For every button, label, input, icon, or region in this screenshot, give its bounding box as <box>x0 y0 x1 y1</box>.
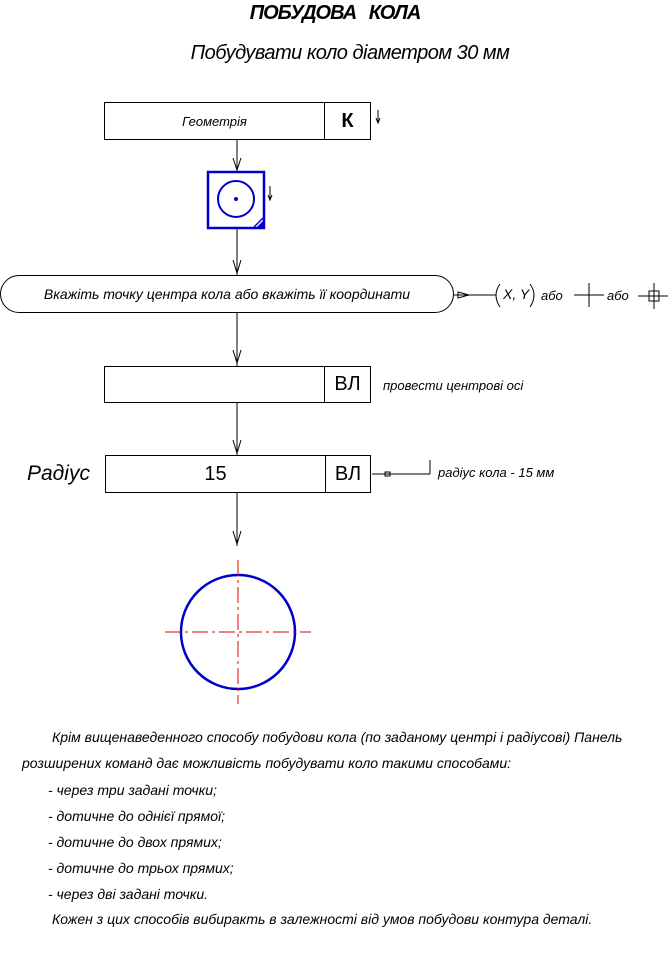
coords-label: X, Y <box>503 286 530 302</box>
closing-paragraph: Кожен з цих способів вибиракть в залежно… <box>52 911 593 927</box>
list-item: - дотичне до трьох прямих; <box>48 860 234 876</box>
axes-key: ВЛ <box>324 367 370 402</box>
radius-note: радіус кола - 15 мм <box>438 465 555 480</box>
arrow-down-icon <box>267 186 273 202</box>
result-circle <box>165 560 311 704</box>
list-item: - через три задані точки; <box>48 782 217 798</box>
list-item: - через дві задані точки. <box>48 886 209 902</box>
page-subtitle: Побудувати коло діаметром 30 мм <box>190 42 510 64</box>
prompt-text: Вкажіть точку центра кола або вкажіть її… <box>43 286 411 302</box>
geometry-label: Геометрія <box>182 113 247 129</box>
radius-box: 15 ВЛ <box>105 455 371 493</box>
arrow-down-icon <box>375 110 381 125</box>
crosshair-icon <box>574 283 604 307</box>
geometry-key: К <box>324 103 370 139</box>
center-axes-box: ВЛ <box>104 366 371 403</box>
axes-note: провести центрові осі <box>383 378 524 393</box>
intro-paragraph: Крім вищенаведенного способу побудови ко… <box>22 729 623 771</box>
radius-value: 15 <box>204 462 227 485</box>
radius-key: ВЛ <box>325 456 370 492</box>
or-label: або <box>607 288 629 303</box>
radius-label: Радіус <box>27 462 90 485</box>
page-title: ПОБУДОВА КОЛА <box>249 2 422 24</box>
circle-tool-icon <box>206 170 266 230</box>
or-label: або <box>541 288 563 303</box>
geometry-command-box: Геометрія К <box>104 102 371 140</box>
list-item: - дотичне до однієї прямої; <box>48 808 226 824</box>
snap-crosshair-icon <box>638 283 668 309</box>
center-point-prompt: Вкажіть точку центра кола або вкажіть її… <box>0 275 454 313</box>
list-item: - дотичне до двох прямих; <box>48 834 222 850</box>
